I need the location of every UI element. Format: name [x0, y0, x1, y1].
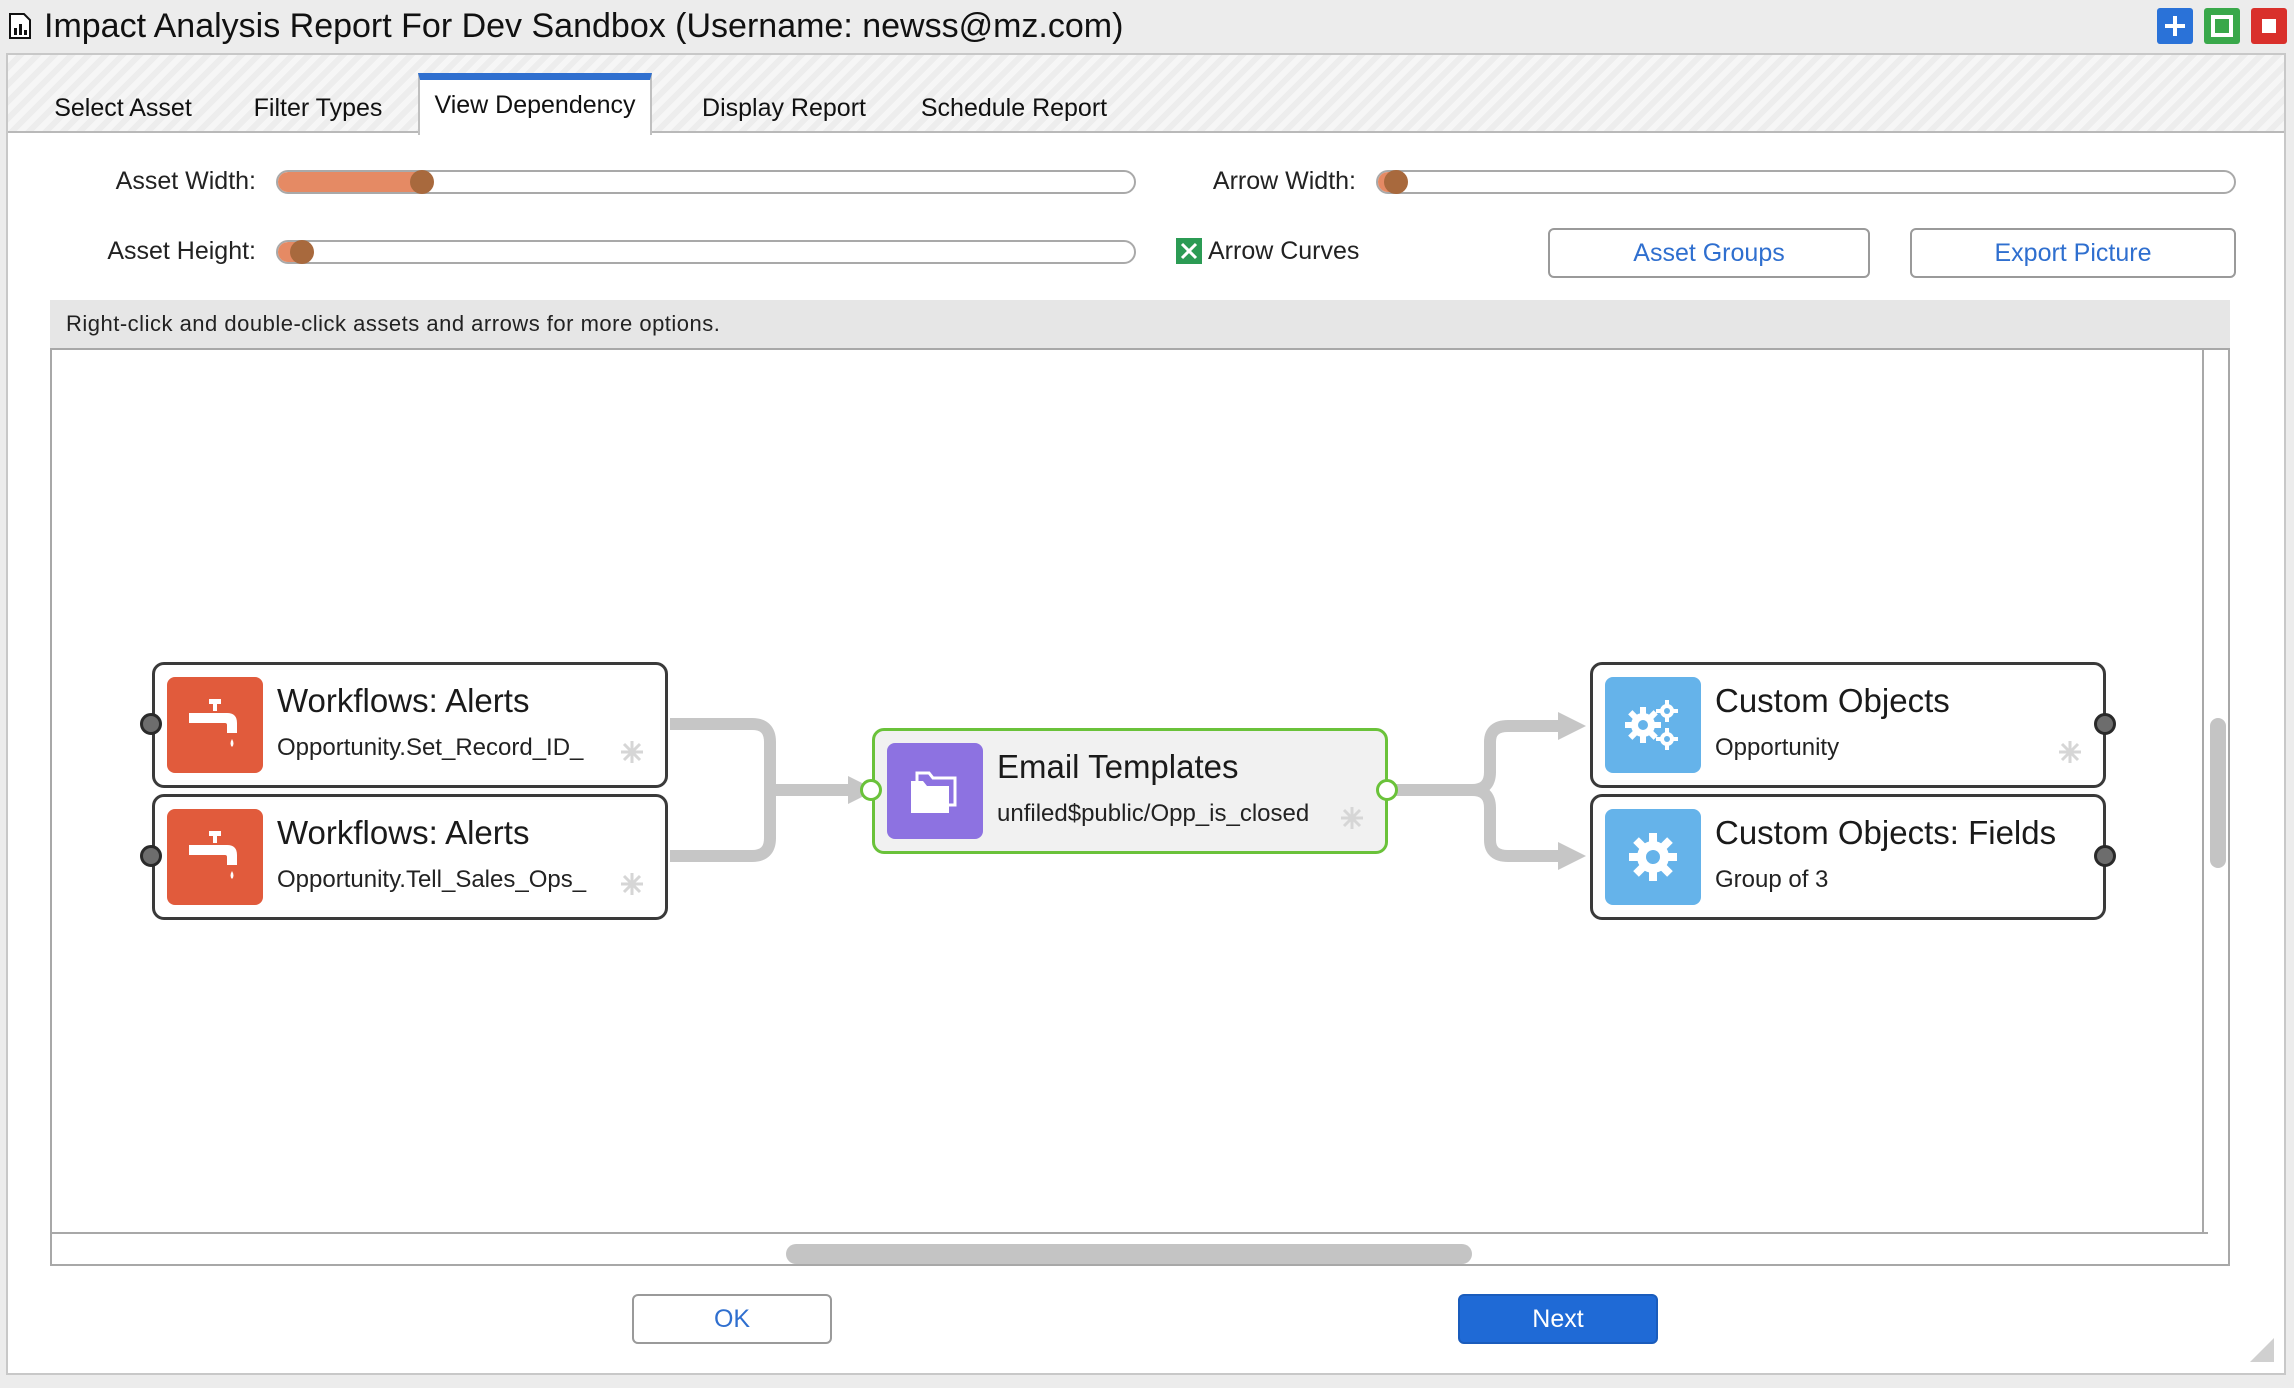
node-output-port[interactable]: [1376, 779, 1398, 801]
arrow-width-label: Arrow Width:: [1212, 167, 1356, 195]
asset-node-custom-object-fields[interactable]: Custom Objects: Fields Group of 3: [1590, 794, 2106, 920]
node-subtitle: Opportunity.Set_Record_ID_: [277, 734, 584, 761]
ok-button[interactable]: OK: [632, 1294, 832, 1344]
slider-fill: [278, 172, 424, 192]
asset-height-label: Asset Height:: [107, 237, 256, 265]
tab-strip: Select Asset Filter Types View Dependenc…: [8, 55, 2284, 135]
node-title: Workflows: Alerts: [277, 682, 530, 719]
next-button[interactable]: Next: [1458, 1294, 1658, 1344]
close-icon: [2262, 19, 2276, 33]
asterisk-icon: [2059, 741, 2081, 763]
asterisk-icon: [621, 741, 643, 763]
asset-node-workflow-alert-2[interactable]: Workflows: Alerts Opportunity.Tell_Sales…: [152, 794, 668, 920]
horizontal-scrollbar[interactable]: [52, 1232, 2208, 1264]
gear-icon: [1629, 833, 1677, 881]
node-icon-box: [167, 677, 263, 773]
window-title: Impact Analysis Report For Dev Sandbox (…: [44, 7, 1124, 45]
asset-node-workflow-alert-1[interactable]: Workflows: Alerts Opportunity.Set_Record…: [152, 662, 668, 788]
asset-height-slider[interactable]: [276, 240, 1136, 264]
tab-display-report[interactable]: Display Report: [702, 94, 866, 122]
node-title: Custom Objects: [1715, 682, 1950, 719]
tab-schedule-report[interactable]: Schedule Report: [920, 94, 1108, 122]
vertical-scrollbar[interactable]: [2202, 350, 2228, 1232]
node-subtitle: unfiled$public/Opp_is_closed: [997, 800, 1310, 827]
node-icon-box: [1605, 809, 1701, 905]
tab-view-dependency[interactable]: View Dependency: [418, 73, 652, 135]
title-bar: Impact Analysis Report For Dev Sandbox (…: [0, 0, 2294, 52]
node-subtitle: Opportunity.Tell_Sales_Ops_: [277, 866, 587, 893]
hint-bar: Right-click and double-click assets and …: [50, 300, 2230, 348]
asset-node-email-templates[interactable]: Email Templates unfiled$public/Opp_is_cl…: [872, 728, 1388, 854]
asset-width-slider[interactable]: [276, 170, 1136, 194]
arrow-curves-label: Arrow Curves: [1208, 237, 1360, 265]
asset-node-custom-objects[interactable]: Custom Objects Opportunity: [1590, 662, 2106, 788]
node-subtitle: Group of 3: [1715, 866, 1829, 893]
arrowhead: [1558, 842, 1586, 870]
close-button[interactable]: [2251, 8, 2287, 44]
report-icon: [9, 13, 31, 39]
node-icon-box: [167, 809, 263, 905]
maximize-button[interactable]: [2204, 8, 2240, 44]
tab-filter-types[interactable]: Filter Types: [253, 94, 383, 122]
node-title: Custom Objects: Fields: [1715, 814, 2057, 851]
node-input-port[interactable]: [140, 713, 162, 735]
node-icon-box: [887, 743, 983, 839]
folder-icon: [911, 771, 957, 813]
dependency-arrows: [670, 712, 1586, 870]
arrow-workflow-1-to-email: [670, 718, 852, 796]
horizontal-scroll-thumb[interactable]: [786, 1244, 1472, 1264]
node-icon-box: [1605, 677, 1701, 773]
dependency-canvas[interactable]: Workflows: Alerts Opportunity.Set_Record…: [50, 348, 2230, 1266]
slider-thumb[interactable]: [289, 240, 314, 264]
tab-select-asset[interactable]: Select Asset: [54, 94, 192, 122]
add-window-button[interactable]: [2157, 8, 2193, 44]
faucet-icon: [189, 831, 237, 879]
node-title: Email Templates: [997, 748, 1239, 785]
vertical-scroll-thumb[interactable]: [2210, 718, 2226, 868]
node-input-port[interactable]: [140, 845, 162, 867]
arrowhead: [1558, 712, 1586, 740]
arrow-width-slider[interactable]: [1376, 170, 2236, 194]
gears-icon: [1625, 700, 1678, 750]
checkmark-icon: [1180, 242, 1198, 260]
node-title: Workflows: Alerts: [277, 814, 530, 851]
slider-thumb[interactable]: [1384, 170, 1408, 194]
asterisk-icon: [1341, 807, 1363, 829]
arrow-email-to-fields: [1471, 784, 1564, 862]
arrow-workflow-2-to-email: [670, 790, 776, 862]
node-subtitle: Opportunity: [1715, 734, 1840, 761]
faucet-icon: [189, 699, 237, 747]
add-icon: [2165, 16, 2185, 36]
node-output-port[interactable]: [2094, 845, 2116, 867]
slider-thumb[interactable]: [409, 170, 434, 194]
arrow-curves-checkbox[interactable]: [1176, 238, 1202, 264]
arrow-email-to-custom-objects: [1390, 720, 1564, 796]
export-picture-button[interactable]: Export Picture: [1910, 228, 2236, 278]
node-output-port[interactable]: [2094, 713, 2116, 735]
node-input-port[interactable]: [860, 779, 882, 801]
asset-groups-button[interactable]: Asset Groups: [1548, 228, 1870, 278]
asterisk-icon: [621, 873, 643, 895]
resize-grip-icon[interactable]: [2246, 1334, 2276, 1364]
maximize-icon: [2211, 15, 2233, 37]
asset-width-label: Asset Width:: [115, 167, 256, 195]
